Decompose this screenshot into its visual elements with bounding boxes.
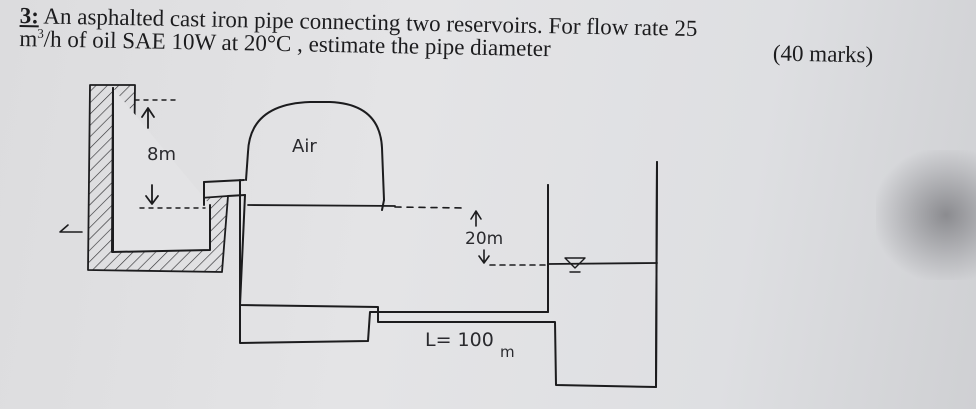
hand-shadow — [876, 150, 976, 280]
length-unit: m — [500, 343, 515, 361]
connecting-pipe — [239, 184, 549, 344]
level-arrow-down — [478, 249, 490, 264]
height-arrow-down — [145, 184, 159, 205]
height-arrow-up — [141, 107, 155, 129]
reservoir-surface — [547, 262, 658, 265]
height-label: 8m — [147, 144, 176, 165]
air-label: Air — [292, 136, 317, 157]
level-arrow-up — [470, 210, 482, 227]
manometer-right-leg — [203, 179, 245, 183]
length-label: L= 100 — [425, 329, 494, 351]
tank-water-line — [247, 204, 396, 207]
level-diff-label: 20m — [465, 229, 503, 249]
manometer-bore — [111, 87, 211, 253]
left-tank — [245, 101, 385, 201]
